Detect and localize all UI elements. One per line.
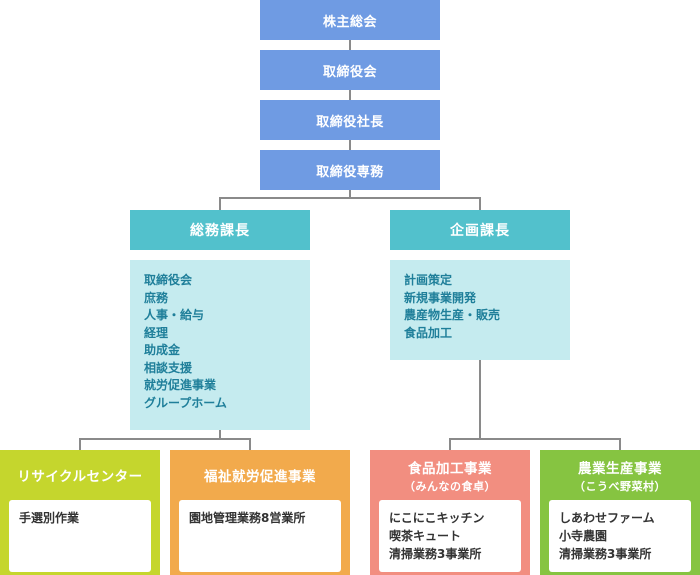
- unit-item: 園地管理業務8営業所: [189, 511, 306, 525]
- unit-title-main: 農業生産事業: [578, 460, 662, 477]
- unit-title-main: 食品加工事業: [408, 460, 492, 477]
- duty-item: 就労促進事業: [144, 378, 217, 392]
- unit-title: 農業生産事業 （こうべ野菜村）: [540, 452, 700, 498]
- duty-item: 農産物生産・販売: [404, 308, 501, 322]
- welfare-employment-unit: 福祉就労促進事業 園地管理業務8営業所: [170, 450, 350, 575]
- unit-title: リサイクルセンター: [0, 450, 160, 500]
- unit-item: 清掃業務3事業所: [389, 547, 482, 561]
- unit-items: にこにこキッチン 喫茶キュート 清掃業務3事業所: [379, 500, 521, 572]
- duty-item: 食品加工: [404, 325, 453, 340]
- senior-director-box: 取締役専務: [260, 150, 440, 190]
- unit-item: 喫茶キュート: [389, 529, 462, 543]
- unit-item: 手選別作業: [19, 511, 80, 525]
- unit-item: 清掃業務3事業所: [559, 547, 652, 561]
- duty-item: 人事・給与: [144, 308, 205, 322]
- duty-item: 相談支援: [144, 360, 193, 375]
- unit-item: しあわせファーム: [559, 511, 655, 525]
- duty-item: 取締役会: [144, 273, 193, 287]
- duty-item: グループホーム: [144, 395, 227, 410]
- connector-right-units-horizontal: [449, 438, 621, 440]
- duty-item: 庶務: [144, 290, 169, 305]
- shareholders-meeting-box: 株主総会: [260, 0, 440, 40]
- connector-to-planning: [479, 197, 481, 210]
- recycle-center-unit: リサイクルセンター 手選別作業: [0, 450, 160, 575]
- food-processing-unit: 食品加工事業 （みんなの食卓） にこにこキッチン 喫茶キュート 清掃業務3事業所: [370, 450, 530, 575]
- duty-item: 新規事業開発: [404, 290, 477, 305]
- connector-left-units-horizontal: [79, 438, 251, 440]
- unit-subtitle: （こうべ野菜村）: [574, 479, 666, 493]
- unit-items: 手選別作業: [9, 500, 151, 572]
- general-affairs-manager-box: 総務課長: [130, 210, 310, 250]
- connector-to-recycle: [79, 438, 81, 450]
- duty-item: 助成金: [144, 343, 181, 357]
- connector-general-affairs-down: [219, 430, 221, 439]
- planning-duties: 計画策定 新規事業開発 農産物生産・販売 食品加工: [390, 260, 570, 360]
- unit-title: 食品加工事業 （みんなの食卓）: [370, 452, 530, 498]
- connector-departments-horizontal: [219, 197, 481, 199]
- connector-to-agriculture: [619, 438, 621, 450]
- unit-item: 小寺農園: [559, 529, 608, 543]
- unit-subtitle: （みんなの食卓）: [404, 479, 496, 493]
- general-affairs-duties: 取締役会 庶務 人事・給与 経理 助成金 相談支援 就労促進事業 グループホーム: [130, 260, 310, 430]
- connector-to-food: [449, 438, 451, 450]
- connector-planning-down: [479, 360, 481, 439]
- unit-title: 福祉就労促進事業: [170, 450, 350, 500]
- unit-items: しあわせファーム 小寺農園 清掃業務3事業所: [549, 500, 691, 572]
- unit-title-main: リサイクルセンター: [17, 469, 143, 485]
- duty-item: 計画策定: [404, 273, 453, 287]
- connector-to-welfare: [249, 438, 251, 450]
- board-of-directors-box: 取締役会: [260, 50, 440, 90]
- unit-item: にこにこキッチン: [389, 511, 485, 525]
- president-box: 取締役社長: [260, 100, 440, 140]
- planning-manager-box: 企画課長: [390, 210, 570, 250]
- agriculture-unit: 農業生産事業 （こうべ野菜村） しあわせファーム 小寺農園 清掃業務3事業所: [540, 450, 700, 575]
- unit-title-main: 福祉就労促進事業: [204, 469, 316, 485]
- connector-to-general-affairs: [219, 197, 221, 210]
- unit-items: 園地管理業務8営業所: [179, 500, 341, 572]
- duty-item: 経理: [144, 325, 169, 340]
